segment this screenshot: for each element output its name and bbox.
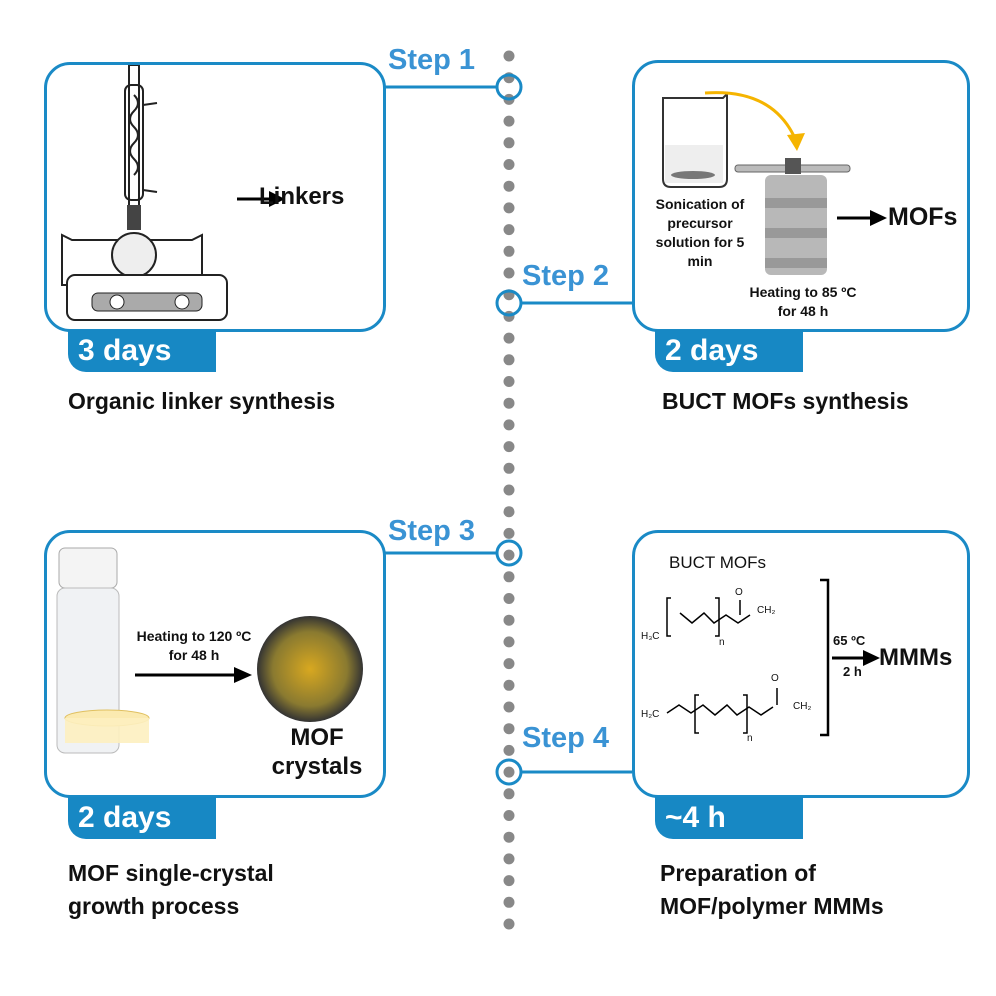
timeline-dot [503, 701, 515, 713]
sonication-note: Sonication of precursor solution for 5 m… [635, 195, 765, 271]
step4-duration-badge: ~4 h [655, 797, 803, 839]
chem1-o: O [735, 587, 743, 598]
timeline-dot [503, 224, 515, 236]
step4-panel: BUCT MOFs H₃C n O CH₂ H₂C n O CH₂ 65 ºC … [632, 530, 970, 798]
linkers-label: Linkers [259, 183, 345, 210]
note-line: for 48 h [168, 647, 220, 663]
timeline-dot [503, 875, 515, 887]
step3-label: Step 3 [388, 515, 476, 547]
timeline-dot [503, 853, 515, 865]
timeline-dot [503, 50, 515, 62]
reflux-apparatus-icon [61, 65, 285, 321]
step4-caption: Preparation of MOF/polymer MMMs [660, 857, 884, 923]
timeline-dot [503, 506, 515, 518]
note-line: Heating to 85 ºC [749, 284, 857, 300]
timeline-dot [503, 397, 515, 409]
step3-duration-badge: 2 days [68, 797, 216, 839]
condition-temperature: 65 ºC [833, 633, 866, 648]
step1-duration-badge: 3 days [68, 330, 216, 372]
reactant-label: BUCT MOFs [669, 553, 766, 572]
timeline-dots [503, 50, 515, 930]
timeline-dot [503, 202, 515, 214]
step3-caption: MOF single-crystal growth process [68, 857, 274, 923]
step1-panel: Linkers [44, 62, 386, 332]
note-line: Sonication of [655, 196, 745, 212]
chem2-o: O [771, 673, 779, 684]
vial-and-crystals-illustration [56, 547, 363, 754]
step2-duration-badge: 2 days [655, 330, 803, 372]
timeline-dot [503, 354, 515, 366]
label-line: MOF [290, 724, 344, 751]
step2-panel: Sonication of precursor solution for 5 m… [632, 60, 970, 332]
note-line: for 48 h [777, 303, 829, 319]
transfer-arrow-icon [704, 91, 799, 144]
timeline-dot [503, 137, 515, 149]
timeline-dot [503, 484, 515, 496]
caption-line: MOF single-crystal [68, 860, 274, 886]
label-line: crystals [271, 753, 363, 780]
crystal-micrograph [257, 616, 363, 722]
heating-note: Heating to 120 ºC for 48 h [119, 627, 269, 665]
timeline-dot [503, 744, 515, 756]
timeline-dot [503, 810, 515, 821]
step4-label: Step 4 [522, 722, 610, 754]
chem1-sub: n [719, 637, 725, 648]
timeline-dot [503, 593, 515, 604]
timeline-dot [503, 896, 515, 908]
chem2-right: CH₂ [793, 701, 812, 712]
node-step4 [495, 758, 523, 786]
caption-line: MOF/polymer MMMs [660, 893, 884, 919]
timeline-dot [503, 376, 515, 387]
timeline-dot [503, 527, 515, 539]
mof-crystals-label: MOF crystals [257, 723, 377, 781]
step3-panel: Heating to 120 ºC for 48 h MOF crystals [44, 530, 386, 798]
mofs-label: MOFs [888, 203, 958, 231]
step1-caption: Organic linker synthesis [68, 388, 336, 414]
heating-note: Heating to 85 ºC for 48 h [733, 283, 873, 321]
note-line: min [687, 253, 713, 269]
timeline-dot [503, 614, 515, 626]
caption-line: Preparation of [660, 860, 816, 886]
timeline-dot [503, 679, 515, 691]
timeline-dot [503, 180, 515, 192]
step1-label: Step 1 [388, 44, 476, 76]
timeline-dot [503, 245, 515, 257]
timeline-dot [503, 115, 515, 127]
caption-line: growth process [68, 893, 240, 919]
timeline-dot [503, 918, 515, 930]
chemical-structures [666, 578, 880, 737]
timeline-dot [503, 658, 515, 670]
autoclave-illustration [662, 91, 887, 275]
note-line: precursor [667, 215, 733, 231]
timeline-dot [503, 549, 515, 561]
timeline-dot [503, 571, 515, 583]
timeline-dot [503, 831, 515, 843]
node-step2 [495, 289, 523, 317]
timeline-dot [503, 636, 515, 648]
step2-label: Step 2 [522, 260, 610, 292]
timeline-dot [503, 159, 515, 170]
chem2-left: H₂C [641, 709, 660, 720]
node-step3 [495, 539, 523, 567]
timeline-dot [503, 788, 515, 800]
timeline-dot [503, 441, 515, 453]
timeline-dot [503, 723, 515, 735]
timeline-dot [503, 766, 515, 778]
mmms-label: MMMs [879, 644, 953, 671]
timeline-dot [503, 419, 515, 431]
chem1-left: H₃C [641, 631, 660, 642]
note-line: solution for 5 [655, 234, 745, 250]
step2-caption: BUCT MOFs synthesis [662, 388, 909, 414]
chem2-sub: n [747, 733, 753, 744]
timeline-dot [503, 332, 515, 344]
chem1-right: CH₂ [757, 605, 776, 616]
condition-time: 2 h [843, 664, 862, 679]
timeline-dot [503, 267, 515, 279]
node-step1 [495, 73, 523, 101]
timeline-dot [503, 462, 515, 474]
note-line: Heating to 120 ºC [136, 628, 252, 644]
